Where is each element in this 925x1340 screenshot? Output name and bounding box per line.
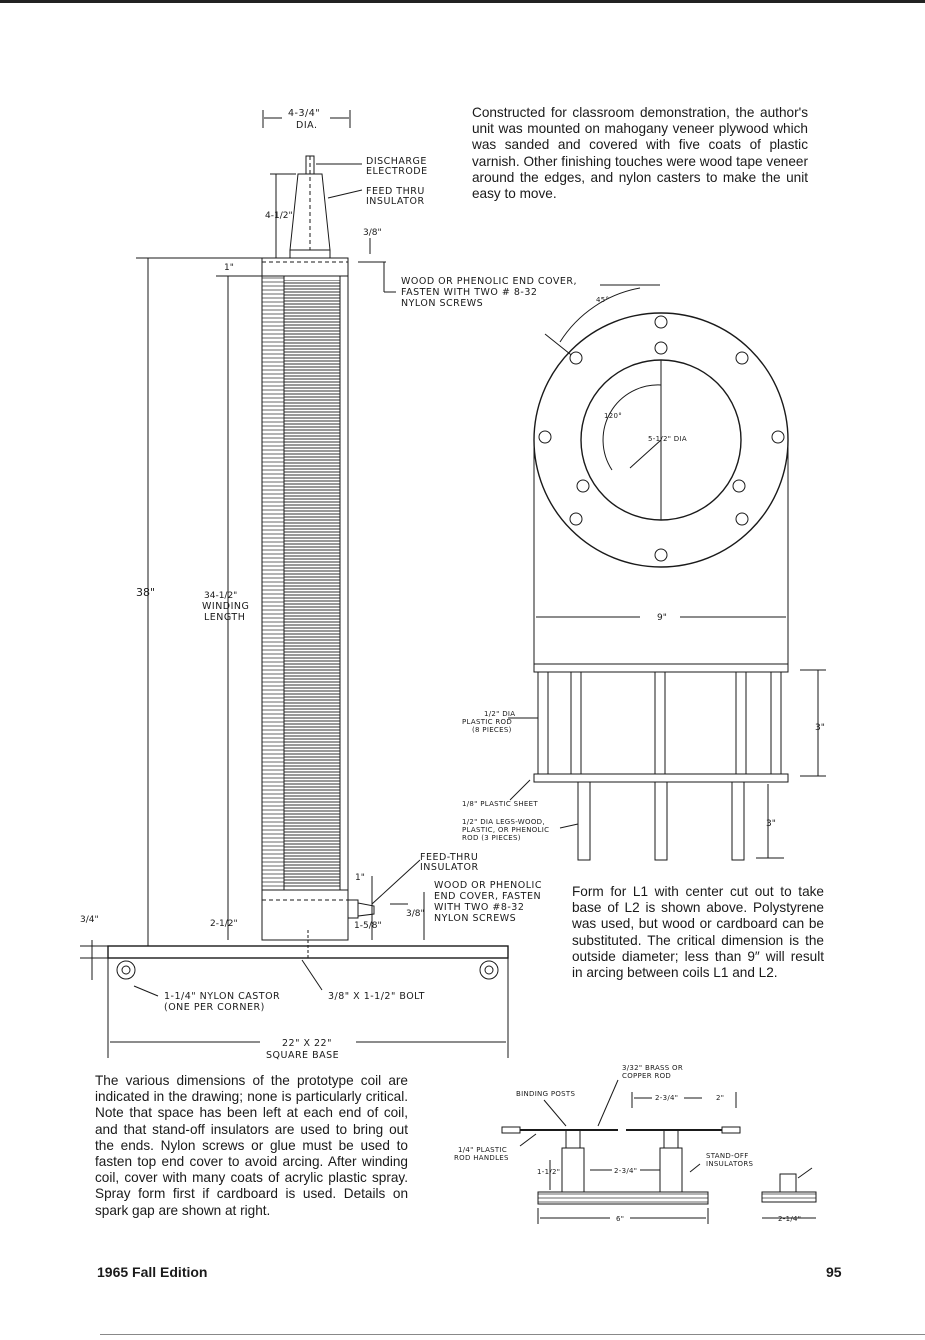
height-3-upper: 3" xyxy=(815,723,825,733)
base-label: SQUARE BASE xyxy=(266,1050,339,1061)
bottom-feedthru-insulator: INSULATOR xyxy=(420,862,479,873)
standoff-label-2: INSULATORS xyxy=(706,1160,754,1168)
bottom-cover-label-1: WOOD OR PHENOLIC xyxy=(434,880,542,891)
discharge-label: DISCHARGE xyxy=(366,156,427,167)
top-rule xyxy=(0,0,925,3)
feedthru-label: FEED THRU xyxy=(366,186,425,197)
rod-label-2: PLASTIC ROD xyxy=(462,718,512,726)
length-label: LENGTH xyxy=(204,612,245,623)
dim-2-3-4-top: 2-3/4" xyxy=(655,1094,678,1102)
dim-2-1-4: 2-1/4" xyxy=(778,1215,801,1223)
standoff-label-1: STAND-OFF xyxy=(706,1152,749,1160)
coil-form-drawing xyxy=(508,287,826,861)
dim-2-3-4-mid: 2-3/4" xyxy=(614,1167,637,1175)
legs-label-1: 1/2" DIA LEGS-WOOD, xyxy=(462,818,545,826)
sheet-label: 1/8" PLASTIC SHEET xyxy=(462,800,538,808)
brass-rod-label: 3/32" BRASS OR xyxy=(622,1064,683,1072)
spark-gap-labels: 3/32" BRASS OR COPPER ROD BINDING POSTS … xyxy=(454,1064,801,1223)
dim-34-1-2: 34-1/2" xyxy=(204,591,237,601)
winding-label: WINDING xyxy=(202,601,249,612)
dim-4-1-2: 4-1/2" xyxy=(265,211,293,221)
inner-dia-label: 5-1/2" DIA xyxy=(648,435,687,443)
bottom-cover-label-3: WITH TWO #8-32 xyxy=(434,902,524,913)
dim-3-8-top: 3/8" xyxy=(363,228,382,238)
top-cover-label-3: NYLON SCREWS xyxy=(401,298,483,309)
angle-45: 45° xyxy=(596,296,609,304)
dim-3-8-bottom: 3/8" xyxy=(406,909,425,919)
dim-1-5-8: 1-5/8" xyxy=(354,921,382,931)
castor-label: 1-1/4" NYLON CASTOR xyxy=(164,991,280,1002)
bottom-cover-label-2: END COVER, FASTEN xyxy=(434,891,541,902)
coil-form-labels: 45° 120° 5-1/2" DIA 9" 1/2" DIA PLASTIC … xyxy=(462,296,825,842)
handles-label-2: ROD HANDLES xyxy=(454,1154,509,1162)
caption-form: Form for L1 with center cut out to take … xyxy=(572,884,824,981)
top-cover-label-2: FASTEN WITH TWO # 8-32 xyxy=(401,287,537,298)
coil-assembly xyxy=(80,110,660,1058)
dim-2: 2" xyxy=(716,1094,724,1102)
bottom-cover-label-4: NYLON SCREWS xyxy=(434,913,516,924)
dim-6: 6" xyxy=(616,1215,624,1223)
legs-label-2: PLASTIC, OR PHENOLIC xyxy=(462,826,549,834)
spark-gap-drawing xyxy=(501,1079,817,1224)
angle-120: 120° xyxy=(604,412,622,420)
dim-2-1-2: 2-1/2" xyxy=(210,919,238,929)
copper-rod-label: COPPER ROD xyxy=(622,1072,671,1080)
edition-label: 1965 Fall Edition xyxy=(97,1264,208,1280)
top-cover-label-1: WOOD OR PHENOLIC END COVER, xyxy=(401,276,577,287)
rod-label-3: (8 PIECES) xyxy=(472,726,512,734)
dim-38: 38" xyxy=(136,586,155,599)
bottom-rule xyxy=(100,1334,925,1335)
dim-1-top: 1" xyxy=(224,263,234,273)
base-dimension: 22" X 22" xyxy=(282,1038,332,1049)
electrode-label: ELECTRODE xyxy=(366,166,428,177)
dia-dimension: 4-3/4" xyxy=(288,108,320,119)
height-3-lower: 3" xyxy=(766,819,776,829)
bottom-feedthru-label: FEED-THRU xyxy=(420,852,478,863)
outer-dim-9: 9" xyxy=(657,613,667,623)
caption-dimensions: The various dimensions of the prototype … xyxy=(95,1073,408,1218)
dim-3-4: 3/4" xyxy=(80,915,99,925)
handles-label-1: 1/4" PLASTIC xyxy=(458,1146,507,1154)
binding-posts-label: BINDING POSTS xyxy=(516,1090,575,1098)
caption-construction: Constructed for classroom demonstration,… xyxy=(472,105,808,202)
legs-label-3: ROD (3 PIECES) xyxy=(462,834,521,842)
feedthru-insulator-label: INSULATOR xyxy=(366,196,425,207)
dia-label: DIA. xyxy=(296,120,317,131)
bolt-label: 3/8" X 1-1/2" BOLT xyxy=(328,991,425,1002)
dim-1-bottom: 1" xyxy=(355,873,365,883)
coil-labels: 4-3/4" DIA. DISCHARGE ELECTRODE FEED THR… xyxy=(80,108,577,1061)
castor-note: (ONE PER CORNER) xyxy=(164,1002,265,1013)
rod-label-1: 1/2" DIA xyxy=(484,710,515,718)
dim-1-1-2: 1-1/2" xyxy=(537,1168,560,1176)
page-number: 95 xyxy=(826,1264,842,1280)
